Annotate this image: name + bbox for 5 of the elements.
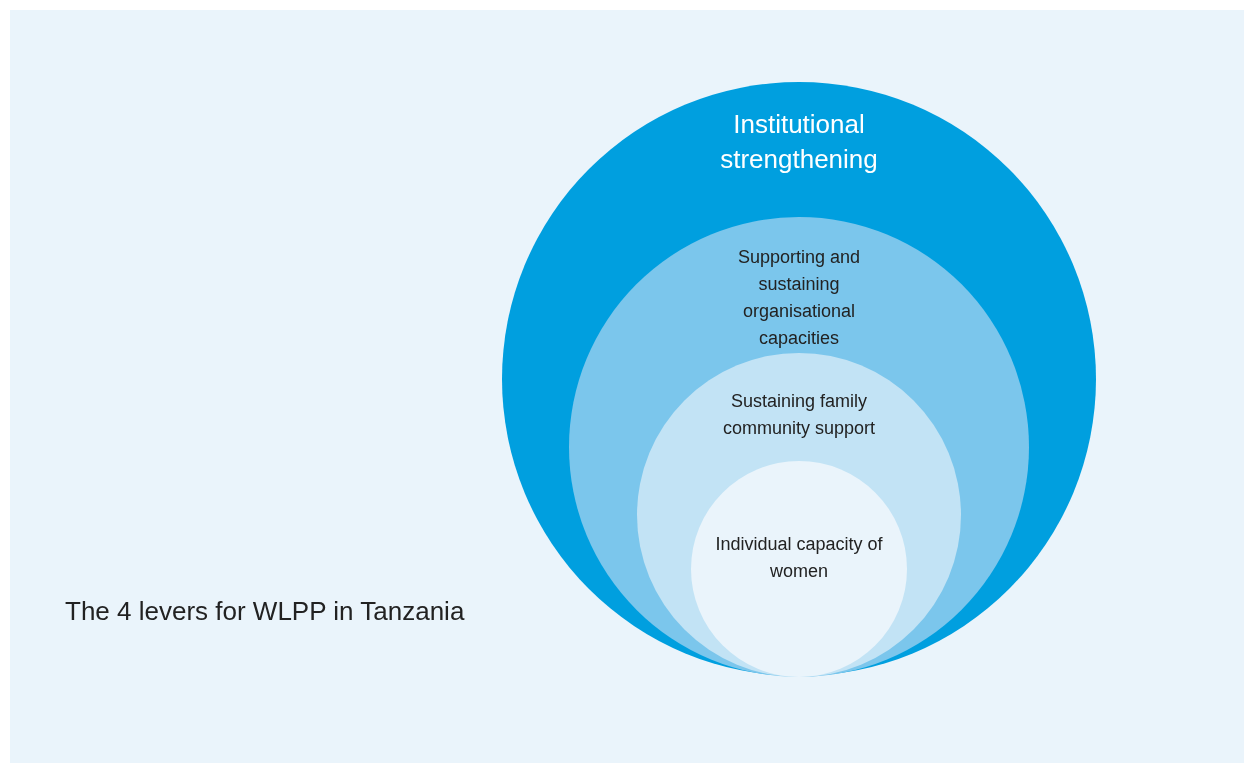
circle-label: Institutional strengthening	[719, 108, 879, 176]
circle-label: Sustaining family community support	[721, 390, 877, 440]
circle-label: Individual capacity of women	[714, 533, 884, 583]
circle-label: Supporting and sustaining organisational capacities	[736, 246, 862, 350]
title: The 4 levers for WLPP in Tanzania	[65, 596, 465, 627]
